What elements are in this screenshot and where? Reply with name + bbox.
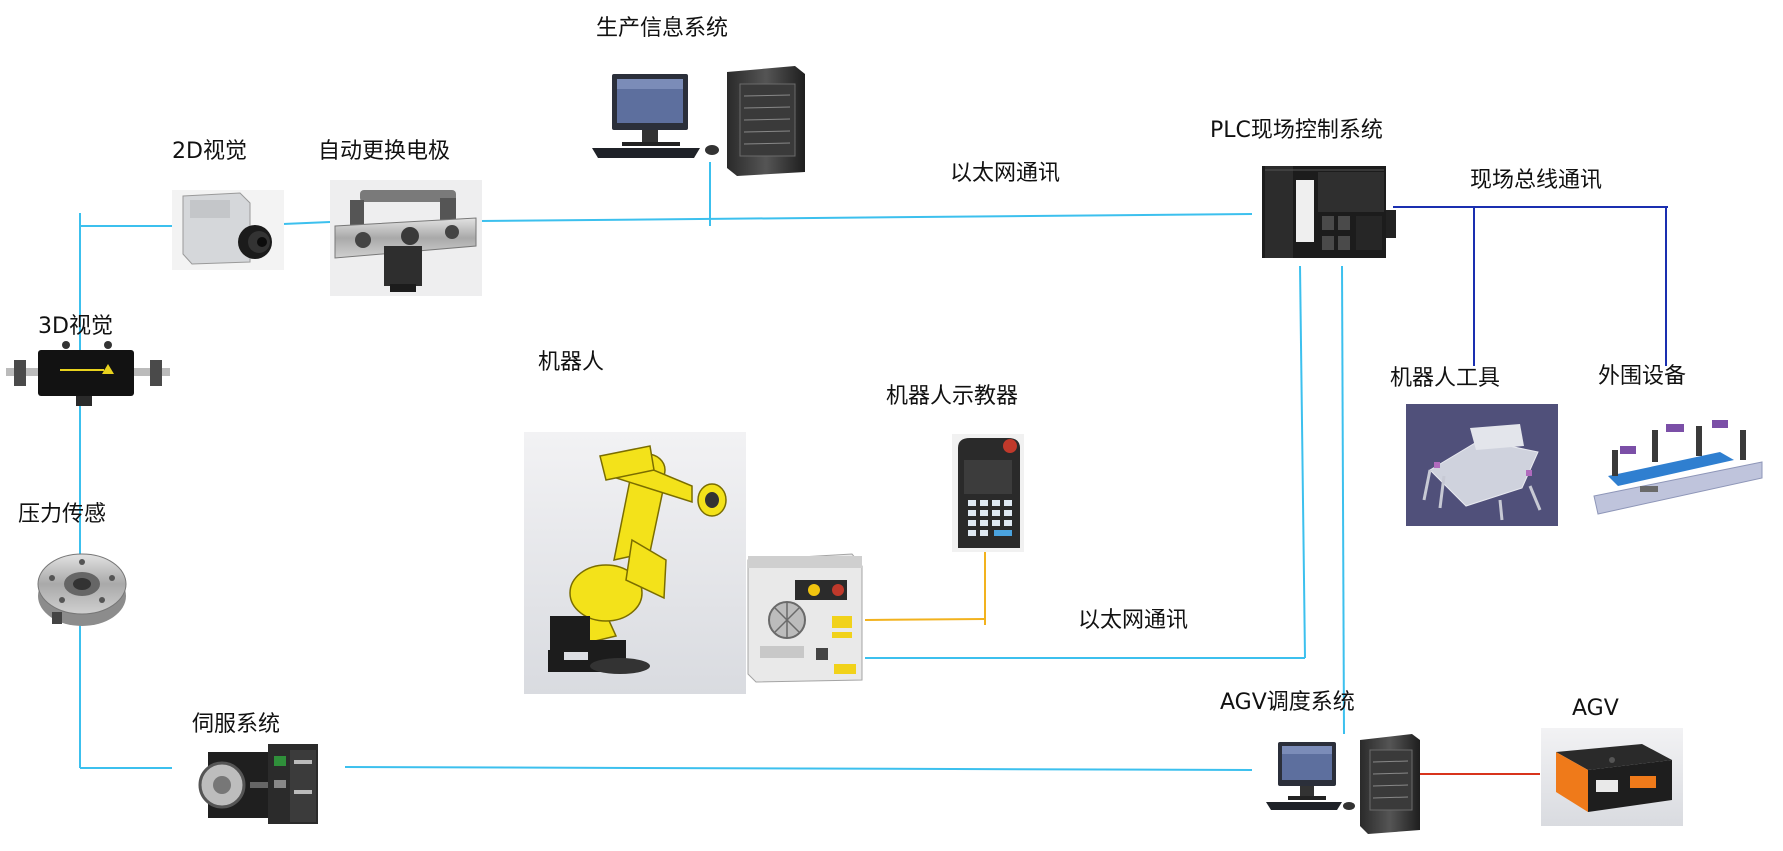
agv-icon (1541, 728, 1683, 826)
teach-pendant-icon (952, 434, 1024, 552)
label-agv-dispatch: AGV调度系统 (1220, 690, 1355, 715)
fieldbus-lines (1393, 206, 1668, 366)
line-top-ethernet (479, 213, 1253, 222)
label-vision-3d: 3D视觉 (38, 314, 113, 339)
agv-dispatch-icon (1266, 734, 1420, 834)
label-vision-2d: 2D视觉 (172, 139, 247, 164)
label-pendant: 机器人示教器 (886, 384, 1019, 409)
robot-controller-icon (747, 553, 863, 683)
label-ethernet-top: 以太网通讯 (950, 161, 1061, 186)
line-plc-to-agv-dispatch (1341, 265, 1345, 735)
label-force: 压力传感 (18, 502, 107, 527)
line-plc-to-controller (1299, 265, 1306, 659)
ethernet-lines (79, 162, 1345, 771)
force-sensor-icon (37, 553, 127, 626)
mes-icon (592, 66, 805, 176)
label-electrode: 自动更换电极 (318, 139, 451, 164)
label-plc: PLC现场控制系统 (1210, 118, 1383, 143)
label-servo: 伺服系统 (192, 712, 281, 737)
plc-icon (1262, 166, 1396, 258)
robot-tool-icon (1406, 404, 1558, 526)
label-robot-tool: 机器人工具 (1390, 366, 1501, 391)
label-fieldbus: 现场总线通讯 (1470, 168, 1603, 193)
vision-3d-icon (4, 341, 174, 406)
robot-arm-icon (524, 432, 746, 694)
label-agv: AGV (1572, 696, 1619, 721)
label-mes: 生产信息系统 (596, 16, 729, 41)
vision-2d-icon (172, 190, 284, 270)
peripheral-equipment-icon (1582, 404, 1770, 526)
servo-system-icon (198, 744, 318, 824)
label-ethernet-mid: 以太网通讯 (1078, 608, 1189, 633)
label-peripheral: 外围设备 (1598, 364, 1687, 389)
line-servo-to-agv-dispatch (344, 766, 1253, 771)
electrode-changer-icon (330, 180, 482, 296)
label-robot: 机器人 (538, 350, 605, 375)
